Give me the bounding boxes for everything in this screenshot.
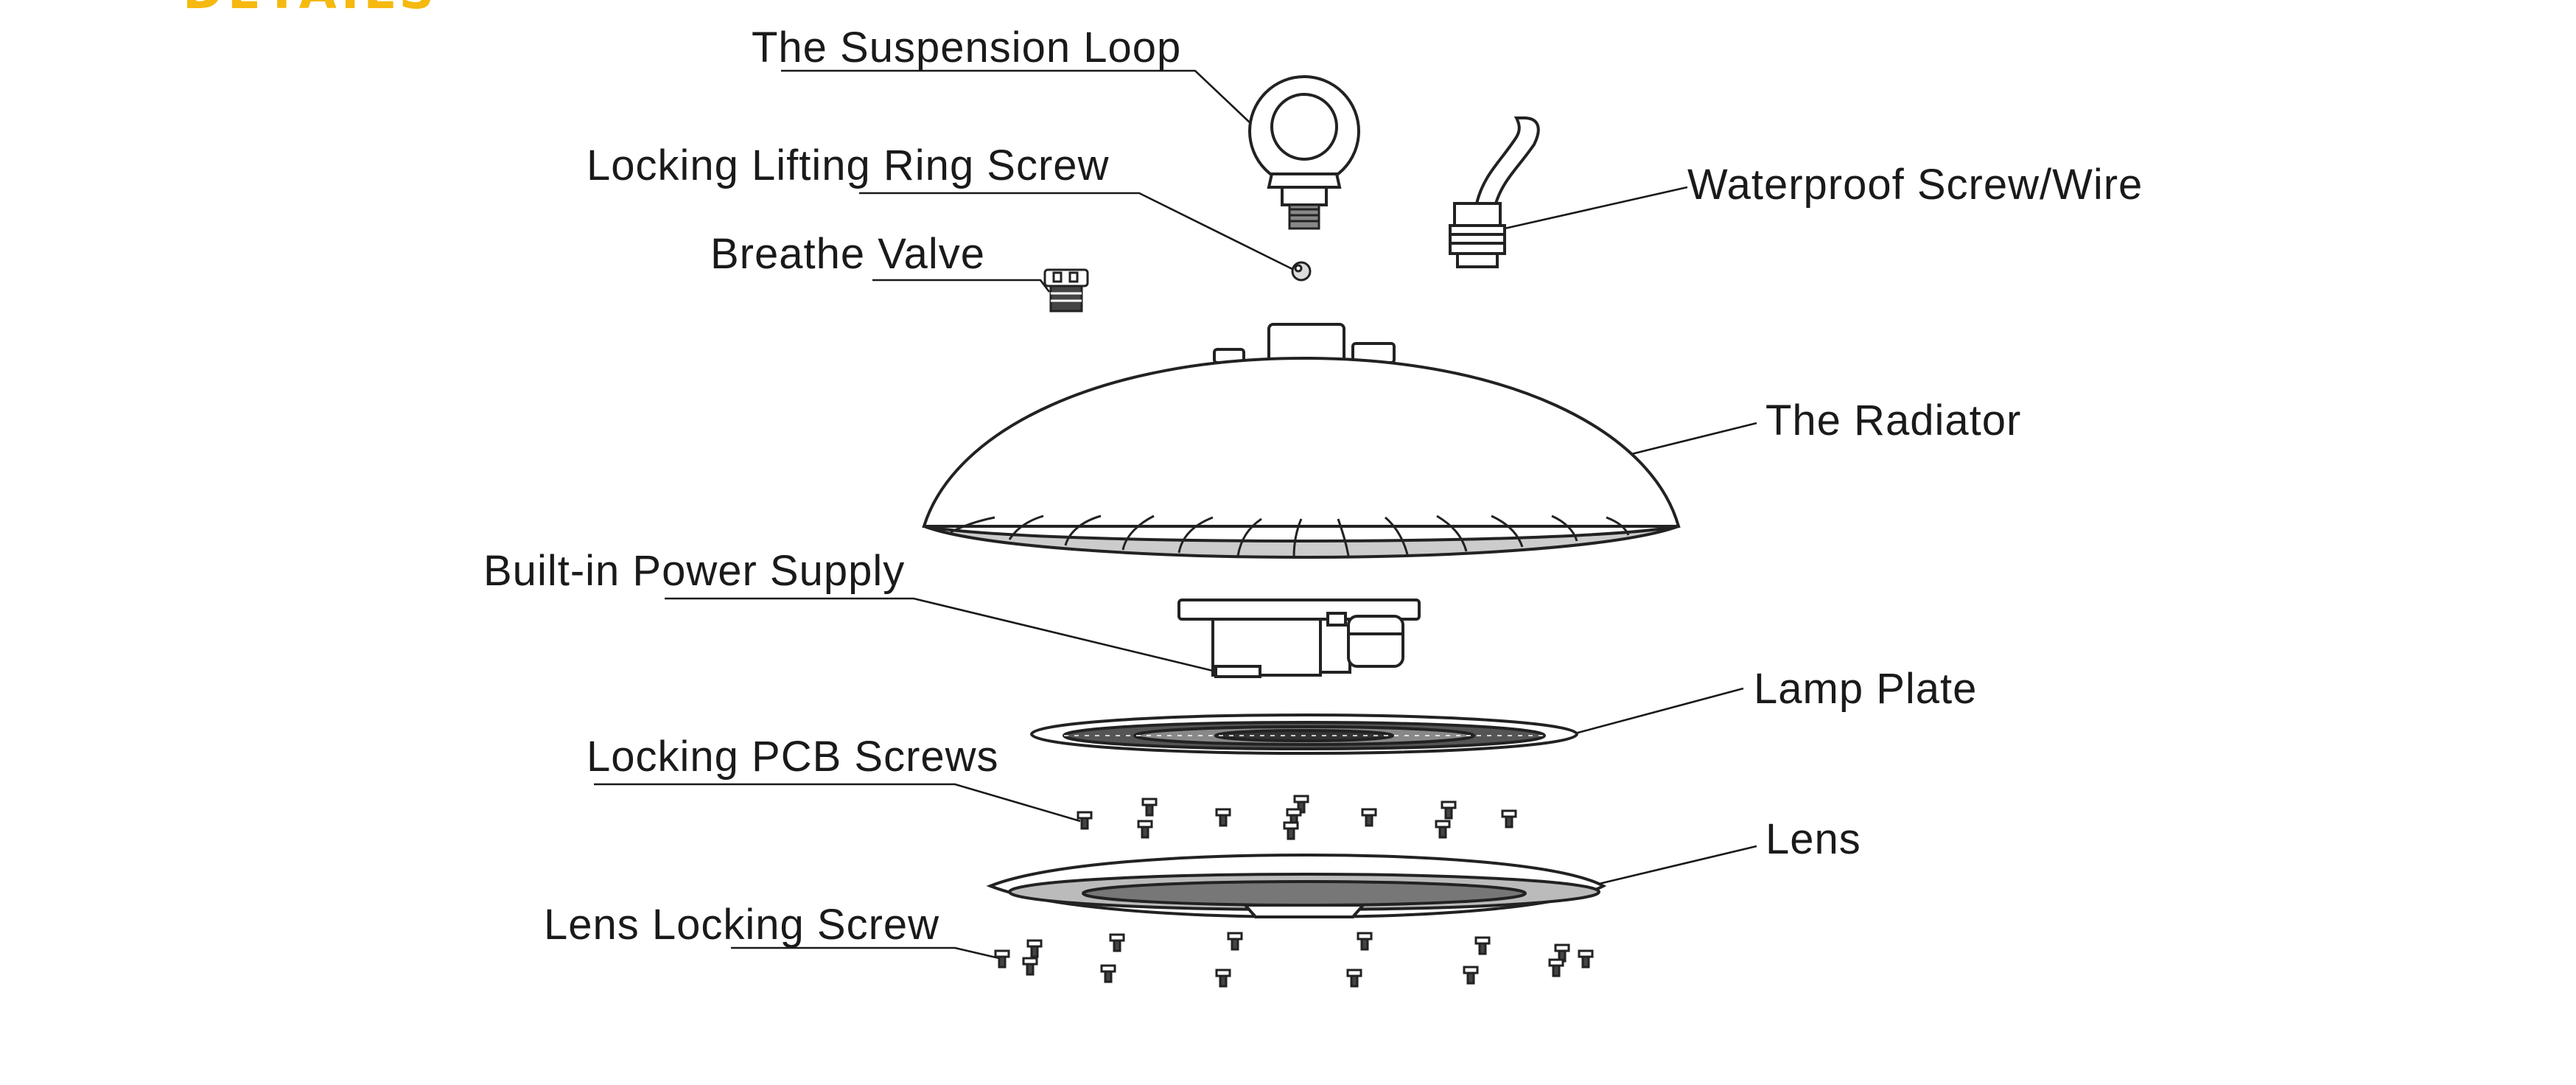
lifting-ring-screw-part: [1291, 261, 1312, 282]
label-waterproof-screw: Waterproof Screw/Wire: [1687, 161, 2143, 209]
lens-screw: [1578, 949, 1594, 969]
lens-screw: [1474, 936, 1491, 955]
label-lens-screw: Lens Locking Screw: [544, 901, 940, 949]
pcb-screw: [1501, 809, 1517, 828]
leader-lifting-ring-screw: [859, 192, 1298, 273]
lens-screw: [1463, 966, 1479, 985]
pcb-screw: [1361, 808, 1377, 827]
power-supply-part: [1177, 599, 1421, 678]
pcb-screws: [1077, 795, 1517, 840]
pcb-screw: [1441, 800, 1457, 820]
label-lamp-plate: Lamp Plate: [1754, 665, 1978, 713]
leader-pcb-screws: [594, 783, 1081, 823]
lens-part: [986, 853, 1607, 919]
label-pcb-screws: Locking PCB Screws: [587, 733, 999, 781]
leader-waterproof-screw: [1504, 186, 1688, 230]
breathe-valve-part: [1043, 268, 1089, 313]
leader-suspension-loop: [781, 69, 1252, 125]
waterproof-screw-part: [1449, 116, 1540, 268]
lens-screw: [1215, 969, 1231, 988]
pcb-screw: [1077, 811, 1093, 830]
lens-locking-screws: [994, 932, 1594, 988]
label-radiator: The Radiator: [1765, 397, 2022, 444]
label-breathe-valve: Breathe Valve: [710, 230, 986, 278]
lens-screw: [1548, 958, 1564, 977]
pcb-screw: [1215, 808, 1231, 827]
lens-screw: [1100, 964, 1116, 983]
pcb-screw: [1283, 821, 1299, 840]
leader-breathe-valve: [872, 279, 1051, 293]
label-lens: Lens: [1765, 815, 1861, 863]
pcb-screw: [1141, 798, 1158, 817]
label-power-supply: Built-in Power Supply: [483, 547, 906, 595]
pcb-screw: [1137, 820, 1153, 839]
leader-lamp-plate: [1572, 687, 1744, 736]
radiator-part: [922, 323, 1681, 559]
leader-radiator: [1619, 422, 1757, 458]
lens-screw: [994, 949, 1010, 969]
lens-screw: [1357, 932, 1373, 951]
pcb-screw: [1435, 820, 1451, 839]
label-lifting-ring-screw: Locking Lifting Ring Screw: [587, 142, 1110, 189]
section-heading: DETAILS: [183, 0, 438, 16]
label-suspension-loop: The Suspension Loop: [752, 24, 1182, 71]
leader-power-supply: [665, 597, 1214, 672]
leader-lens: [1595, 845, 1757, 886]
lens-screw: [1227, 932, 1243, 951]
suspension-loop-part: [1248, 75, 1360, 230]
lens-screw: [1109, 933, 1125, 952]
leader-lines: [594, 69, 1757, 960]
lamp-plate-part: [1030, 714, 1578, 755]
lens-screw: [1026, 939, 1043, 958]
leader-lens-screw: [731, 946, 1000, 960]
lens-screw: [1346, 969, 1362, 988]
lens-screw: [1022, 957, 1038, 976]
